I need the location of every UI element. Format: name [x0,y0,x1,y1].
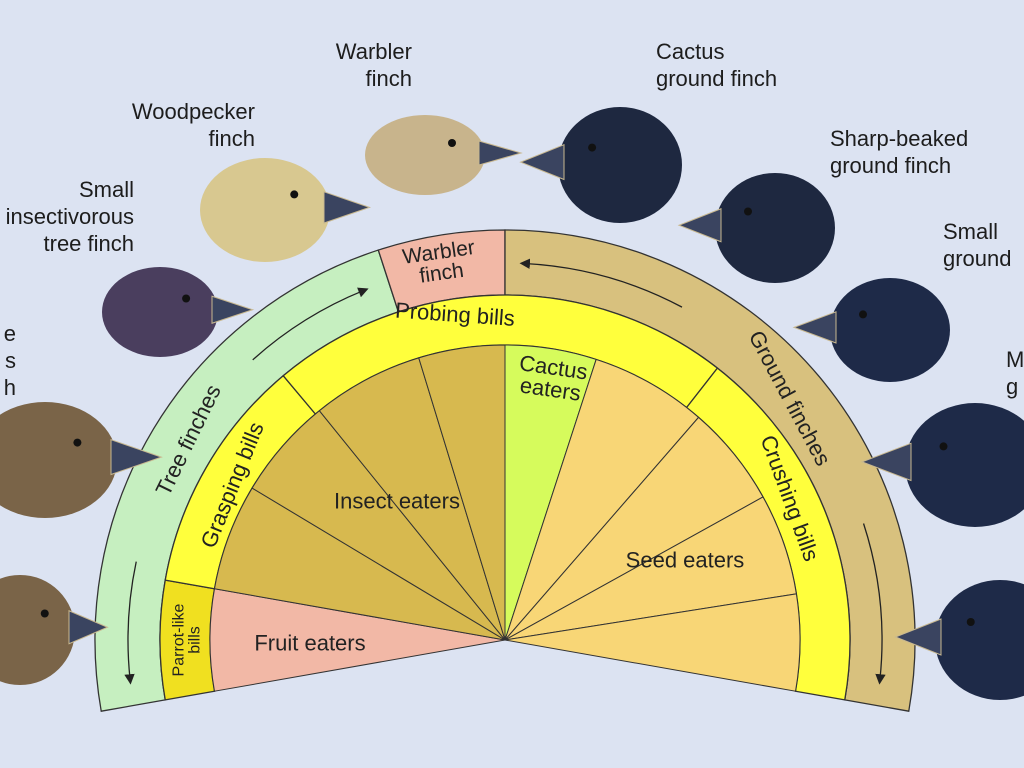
tree-arrow-down [124,561,137,685]
bird-label-cut-right: M g [1006,347,1024,399]
eye-icon [744,207,752,216]
small-insectivorous-tree-finch-head [102,267,255,357]
warbler-finch-head [365,115,523,195]
bird-label-small-ground-finch: Small ground [943,219,1012,271]
beak-icon [860,442,912,482]
eye-icon [290,190,299,199]
beak-icon [894,618,942,656]
parrot-like-bills-label: Parrot-likebills [171,603,204,676]
small-ground-finch-head [792,278,950,382]
eye-icon [182,294,191,303]
eye-icon [73,438,82,447]
woodpecker-finch-head [200,158,372,262]
bird-label-warbler-finch: Warbler finch [335,39,412,91]
eye-icon [448,139,456,147]
eye-icon [966,618,975,626]
bottom-right-finch-head [894,580,1024,700]
eye-icon [588,143,597,152]
seed-eaters-wedge [504,593,801,692]
beak-icon [792,311,837,344]
beak-icon [68,609,109,645]
eye-icon [939,442,948,451]
cactus-eaters-label: Cactuseaters [515,350,589,406]
ground-arrow-up [519,258,683,308]
beak-icon [211,295,255,324]
fruit-eaters-label: Fruit eaters [254,631,365,656]
bird-label-woodpecker-finch: Woodpecker finch [131,99,255,151]
beak-icon [478,140,523,166]
beak-icon [323,191,372,224]
eye-icon [40,609,49,618]
bird-label-sharp-beaked-ground-finch: Sharp-beaked ground finch [830,126,969,178]
beak-icon [519,143,565,181]
tree-arrow-up [252,287,369,361]
medium-ground-finch-head [860,403,1024,527]
bird-label-cut-left: e s h [3,321,16,400]
cactus-ground-finch-head [519,107,682,223]
seed-eaters-label: Seed eaters [626,548,745,573]
insect-eaters-label: Insect eaters [334,489,460,514]
ground-arrow-down [862,523,886,685]
bird-label-small-insectivorous-tree-finch: Small insectivorous tree finch [5,177,134,256]
beak-icon [677,208,722,243]
bird-label-cactus-ground-finch: Cactus ground finch [656,39,778,91]
beak-icon [110,438,163,476]
insectivorous-tree-finch-head [0,402,163,518]
eye-icon [859,310,867,319]
bottom-left-finch-head [0,575,109,685]
sharp-beaked-ground-finch-head [677,173,835,283]
